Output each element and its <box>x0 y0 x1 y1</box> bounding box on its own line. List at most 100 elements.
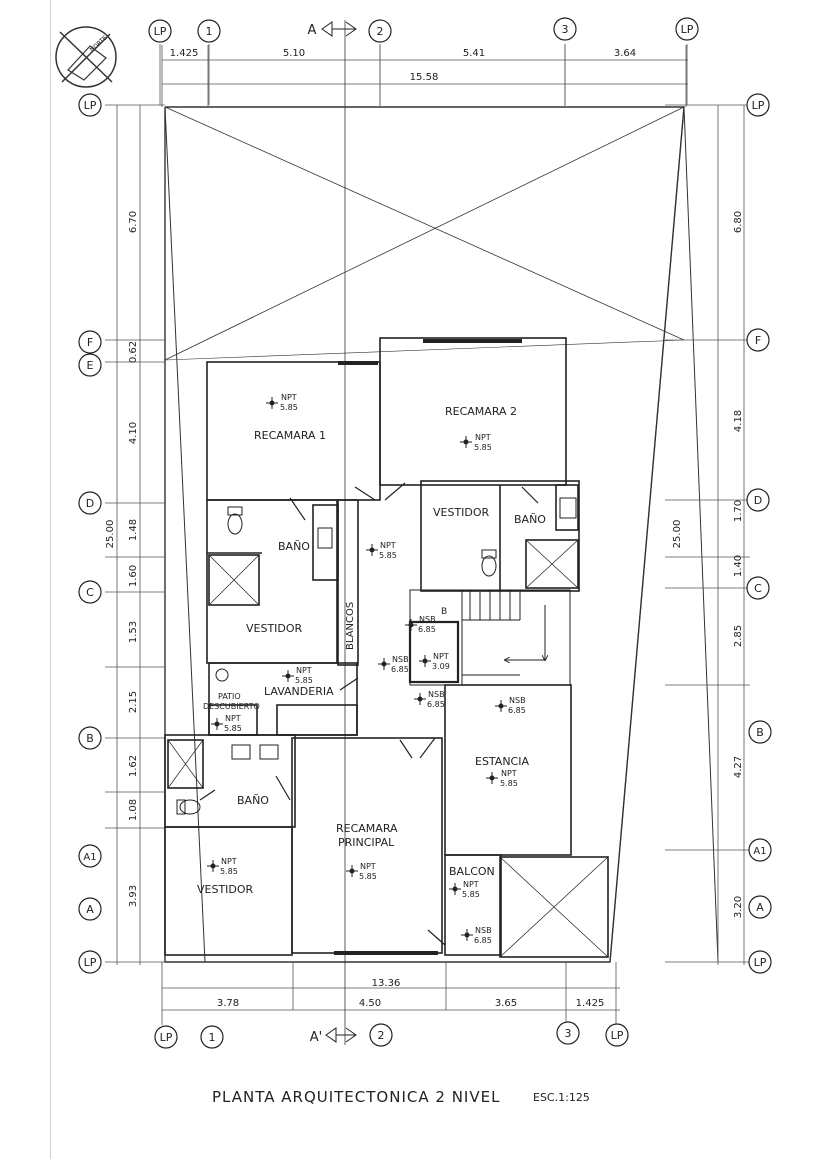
dim-bot-4: 1.425 <box>576 998 605 1009</box>
axis-left-f: F <box>87 336 93 349</box>
room-vestidor-upper-left: VESTIDOR <box>246 622 303 635</box>
dim-bot-3: 3.65 <box>495 998 517 1009</box>
level-tag-value: 5.85 <box>359 872 377 881</box>
sheet-edge <box>50 0 51 1159</box>
axis-bot-lp-right: LP <box>611 1029 624 1042</box>
level-tag-name: NSB <box>475 926 492 935</box>
dim-right-3: 1.70 <box>733 500 744 522</box>
level-tag-value: 6.85 <box>427 700 445 709</box>
dim-right-6: 4.27 <box>733 756 744 778</box>
room-patio-line-2: DESCUBIERTO <box>203 702 260 711</box>
dim-bot-2: 4.50 <box>359 998 381 1009</box>
axis-bot-1: 1 <box>209 1031 216 1044</box>
dim-right-4: 1.40 <box>733 555 744 577</box>
axis-left-e: E <box>87 359 94 372</box>
dim-left-10: 3.93 <box>128 885 139 907</box>
north-stamp-label: NORTE <box>89 34 109 53</box>
dim-left-7: 2.15 <box>128 691 139 713</box>
room-estancia: ESTANCIA <box>475 755 529 768</box>
section-mark-top: A <box>308 23 317 38</box>
dimension-lines <box>105 20 750 1045</box>
level-tag-name: NPT <box>360 862 376 871</box>
dim-left-total: 25.00 <box>105 520 116 549</box>
door-swings <box>199 482 539 946</box>
dim-right-1: 6.80 <box>733 211 744 233</box>
dim-top-1: 1.425 <box>170 48 199 59</box>
room-bano-upper-right: BAÑO <box>514 513 546 526</box>
axis-left-lp-top: LP <box>84 99 97 112</box>
level-tag-name: NSB <box>509 696 526 705</box>
interior-walls <box>164 337 609 958</box>
axis-right-c: C <box>754 582 762 595</box>
dim-left-6: 1.53 <box>128 621 139 643</box>
axis-top-1: 1 <box>206 25 213 38</box>
room-vestidor-upper-right: VESTIDOR <box>433 506 490 519</box>
room-recamara-principal-line-1: RECAMARA <box>336 822 398 835</box>
level-tag-name: NSB <box>419 615 436 624</box>
level-marker-icons <box>207 397 507 941</box>
level-tag-name: NPT <box>225 714 241 723</box>
section-arrow-icon <box>321 21 357 1043</box>
axis-right-lp-bot: LP <box>754 956 767 969</box>
axis-top-lp-left: LP <box>154 25 167 38</box>
dim-left-2: 0.62 <box>128 341 139 363</box>
room-recamara-principal-line-2: PRINCIPAL <box>338 836 395 849</box>
level-tag-name: NPT <box>433 652 449 661</box>
level-tag-value: 6.85 <box>474 936 492 945</box>
dim-right-5: 2.85 <box>733 625 744 647</box>
level-tag-value: 5.85 <box>220 867 238 876</box>
room-patio-line-1: PATIO <box>218 692 241 701</box>
dim-right-7: 3.20 <box>733 896 744 918</box>
axis-right-a1: A1 <box>753 846 766 857</box>
axis-bot-lp-left: LP <box>160 1031 173 1044</box>
room-blancos: BLANCOS <box>345 602 356 650</box>
north-stamp-icon: NORTE <box>55 26 117 88</box>
level-tag-value: 5.85 <box>280 403 298 412</box>
level-tag-value: 5.85 <box>474 443 492 452</box>
axis-right-lp-top: LP <box>752 99 765 112</box>
level-tag-value: 3.09 <box>432 662 450 671</box>
axis-bot-2: 2 <box>378 1029 385 1042</box>
dim-bot-total: 13.36 <box>372 978 401 989</box>
axis-top-2: 2 <box>377 25 384 38</box>
level-tag-name: NSB <box>392 655 409 664</box>
stair-mark: B <box>441 607 447 617</box>
axis-left-b: B <box>86 732 94 745</box>
level-tag-name: NPT <box>281 393 297 402</box>
section-mark-bottom: A' <box>310 1030 322 1045</box>
room-recamara-2: RECAMARA 2 <box>445 405 517 418</box>
room-vestidor-lower-left: VESTIDOR <box>197 883 254 896</box>
axis-right-d: D <box>754 494 762 507</box>
level-tag-value: 5.85 <box>379 551 397 560</box>
stair <box>408 589 571 686</box>
level-tag-value: 5.85 <box>500 779 518 788</box>
level-tag-value: 6.85 <box>508 706 526 715</box>
room-recamara-1: RECAMARA 1 <box>254 429 326 442</box>
dim-left-5: 1.60 <box>128 565 139 587</box>
lot-boundary <box>164 106 719 963</box>
level-tag-value: 5.85 <box>224 724 242 733</box>
sheet-scale: ESC.1:125 <box>533 1091 590 1104</box>
axis-left-a1: A1 <box>83 852 96 863</box>
axis-left-a: A <box>86 903 94 916</box>
dim-right-2: 4.18 <box>733 410 744 432</box>
dim-bot-1: 3.78 <box>217 998 239 1009</box>
axis-left-d: D <box>86 497 94 510</box>
level-tag-name: NPT <box>296 666 312 675</box>
level-tag-name: NSB <box>428 690 445 699</box>
dim-top-3: 5.41 <box>463 48 485 59</box>
sheet-title: PLANTA ARQUITECTONICA 2 NIVEL <box>212 1088 501 1106</box>
dim-right-total: 25.00 <box>672 520 683 549</box>
room-bano-upper-left: BAÑO <box>278 540 310 553</box>
